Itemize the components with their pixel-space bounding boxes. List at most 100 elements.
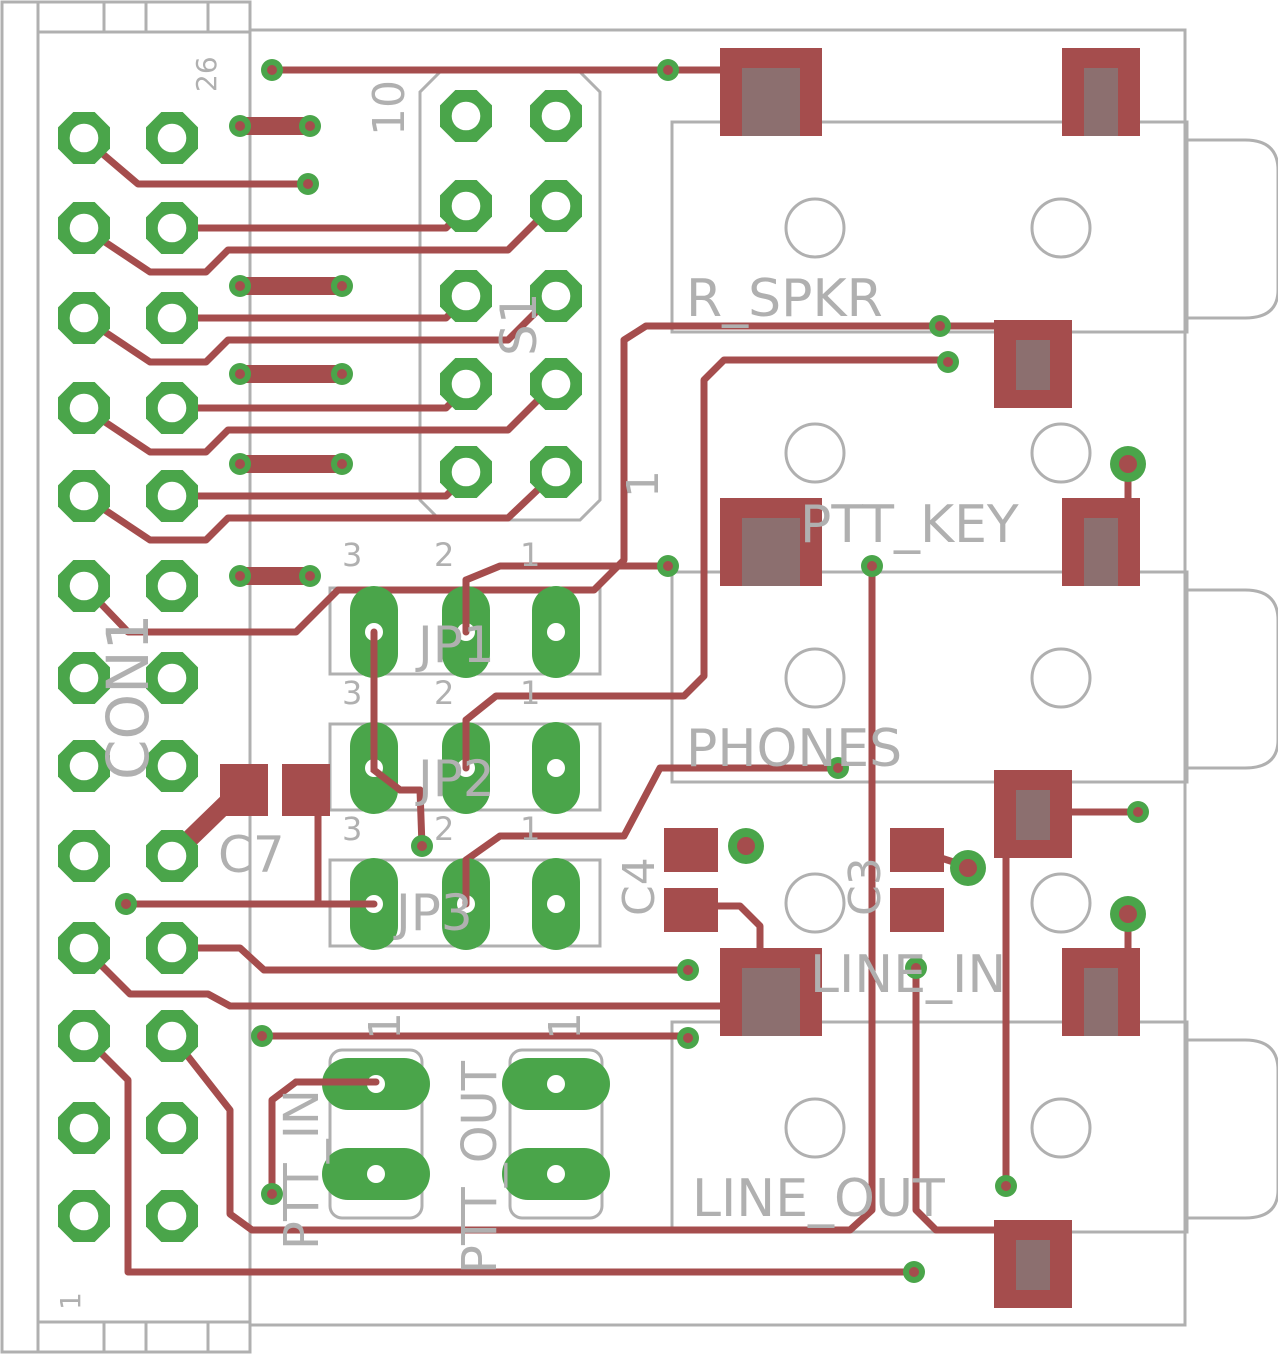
- hole: [784, 197, 846, 259]
- con1-bottom-notches: [36, 1320, 210, 1354]
- jp3-label: JP3: [393, 884, 473, 942]
- r-spkr-label: R_SPKR: [686, 269, 883, 329]
- via-drill: [235, 571, 245, 581]
- ptt-in-label: PTT_IN: [274, 1089, 330, 1250]
- con1-pad-drill: [69, 663, 99, 693]
- jp2-pin2: 2: [434, 674, 454, 712]
- ptt-in-outline: [328, 1048, 424, 1220]
- via-drill: [337, 281, 347, 291]
- con1-pad-drill: [69, 1021, 99, 1051]
- jp1-pin1: 1: [520, 536, 540, 574]
- con1-pad-drill: [157, 393, 187, 423]
- ptt-out-outline: [508, 1048, 604, 1220]
- trace: [80, 1032, 918, 1276]
- line-out-jack-outline: [670, 1020, 1189, 1234]
- line-in-label: LINE_IN: [810, 945, 1006, 1005]
- con1-label: CON1: [94, 614, 162, 780]
- s1-pad-drill: [541, 101, 571, 131]
- con1-pad-drill: [69, 393, 99, 423]
- jp2-pin3: 3: [342, 674, 362, 712]
- s1-pad-drill: [541, 191, 571, 221]
- con1-pad-drill: [157, 1113, 187, 1143]
- round-pad-drill: [959, 859, 977, 877]
- via-drill: [1133, 807, 1143, 817]
- s1-pad-drill: [451, 369, 481, 399]
- con1-pad-drill: [157, 663, 187, 693]
- hole: [784, 1097, 846, 1159]
- trace: [80, 944, 764, 1010]
- via-drill: [337, 369, 347, 379]
- silkscreen-text: CON1 26 1 10 S1 1 R_SPKR PTT_KEY PHONES …: [54, 56, 1019, 1310]
- c4-label: C4: [614, 857, 665, 916]
- via-drill: [235, 281, 245, 291]
- trace: [168, 562, 876, 1234]
- con1-pad-drill: [157, 1021, 187, 1051]
- via-drill: [235, 459, 245, 469]
- con1-pad-drill: [157, 213, 187, 243]
- trace: [80, 206, 552, 276]
- s1-pad-drill: [451, 191, 481, 221]
- smd-pads: [220, 48, 1140, 1308]
- s1-pad-drill: [541, 457, 571, 487]
- jp1-label: JP1: [415, 616, 495, 674]
- jp2-pin1: 1: [520, 674, 540, 712]
- con1-pad-drill: [157, 123, 187, 153]
- s1-pads: [440, 90, 582, 498]
- via-drill: [303, 179, 313, 189]
- via-drill: [305, 571, 315, 581]
- con1-pad-drill: [69, 213, 99, 243]
- con1-pad-drill: [69, 1201, 99, 1231]
- copper-traces-over: [122, 576, 470, 1086]
- ptt-out-pin1: 1: [540, 1012, 591, 1040]
- jp3-pin3: 3: [342, 810, 362, 848]
- con1-pad-drill: [69, 841, 99, 871]
- ptt-key-label: PTT_KEY: [800, 495, 1019, 555]
- hole: [1030, 872, 1092, 934]
- c3-label: C3: [840, 857, 891, 916]
- con1-pad-drill: [69, 1113, 99, 1143]
- via-drill: [683, 1033, 693, 1043]
- trace: [912, 964, 1034, 1234]
- via-drill: [683, 965, 693, 975]
- con1-pad-drill: [69, 303, 99, 333]
- via-drill: [235, 369, 245, 379]
- con1-pad-drill: [69, 751, 99, 781]
- con1-pad-drill: [69, 933, 99, 963]
- trace: [80, 386, 552, 456]
- round-pad-drill: [1119, 905, 1137, 923]
- con1-pad-drill: [69, 123, 99, 153]
- line-out-jack-barrel: [1187, 1038, 1278, 1220]
- phones-jack-barrel: [1187, 588, 1278, 770]
- via-drill: [417, 841, 427, 851]
- via-drill: [867, 561, 877, 571]
- hole: [784, 872, 846, 934]
- s1-pad-drill: [541, 369, 571, 399]
- via-drill: [257, 1031, 267, 1041]
- via-drill: [935, 321, 945, 331]
- hole: [784, 647, 846, 709]
- con1-pad-drill: [157, 751, 187, 781]
- hole: [1030, 197, 1092, 259]
- trace: [80, 296, 552, 366]
- r-spkr-jack-outline: [670, 120, 1189, 334]
- jp3-pin1: 1: [520, 810, 540, 848]
- hole: [1030, 422, 1092, 484]
- s1-pin1-label: 1: [618, 470, 669, 498]
- s1-pad-drill: [451, 101, 481, 131]
- s1-pad-drill: [451, 281, 481, 311]
- phones-label: PHONES: [686, 719, 902, 779]
- hole: [1030, 1097, 1092, 1159]
- via-drill: [1001, 1181, 1011, 1191]
- via-drill: [267, 1189, 277, 1199]
- pin26-label: 26: [190, 56, 223, 92]
- via-drill: [833, 763, 843, 773]
- trace: [80, 322, 1034, 636]
- c7-label: C7: [218, 826, 285, 884]
- round-pad-drill: [1119, 455, 1137, 473]
- via-drill: [911, 963, 921, 973]
- con1-pad-drill: [157, 841, 187, 871]
- via-drill: [663, 65, 673, 75]
- con1-pad-drill: [157, 933, 187, 963]
- trace: [462, 356, 952, 748]
